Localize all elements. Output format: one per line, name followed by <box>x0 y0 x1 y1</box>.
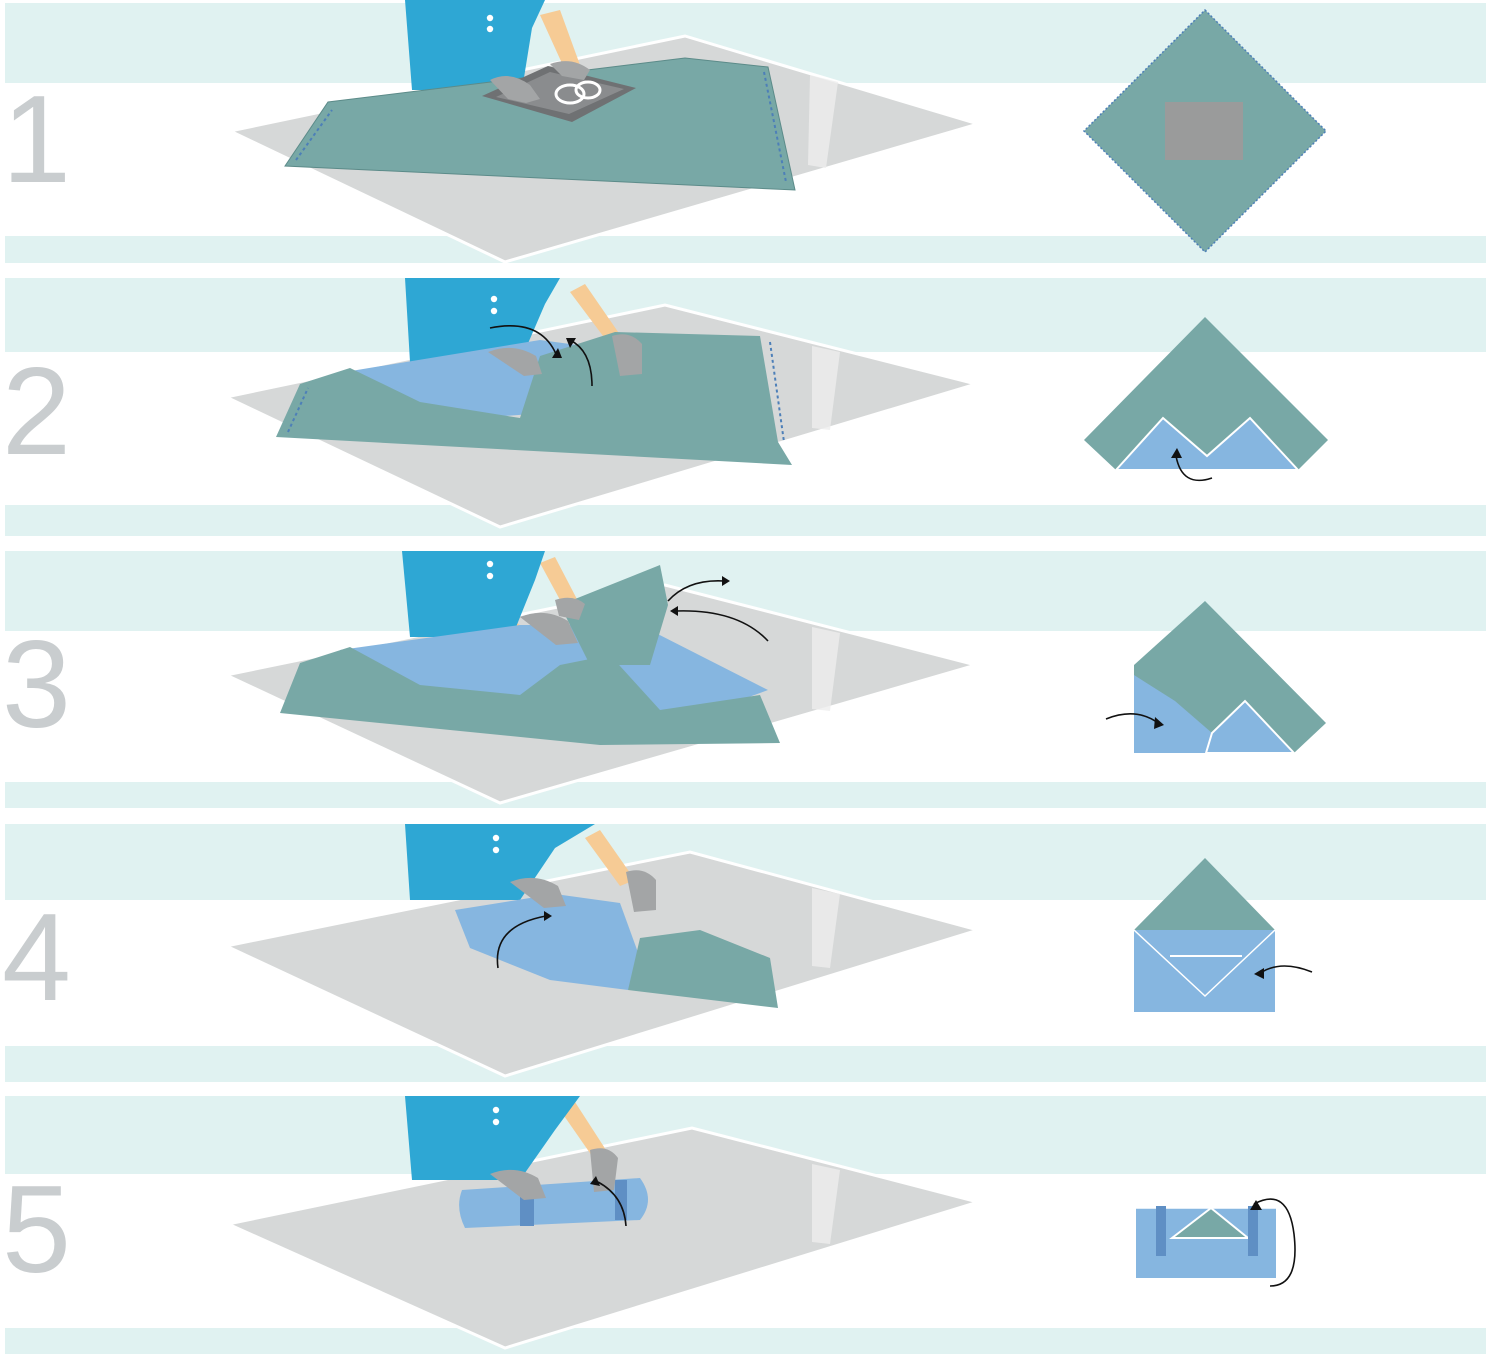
scrubs-button <box>491 296 497 302</box>
schematic-wrap-green <box>1134 858 1275 930</box>
step-4-illustration <box>0 818 1496 1088</box>
step-5-panel: 5 <box>0 1090 1496 1360</box>
schematic-flap-blue <box>1134 930 1275 1012</box>
step-3-panel: 3 <box>0 545 1496 815</box>
schematic-wrap-green <box>1084 317 1328 470</box>
scrubs-button <box>487 26 493 32</box>
scrubs-button <box>491 308 497 314</box>
step-1-panel: 1 <box>0 0 1496 270</box>
step-2-panel: 2 <box>0 272 1496 542</box>
scrubs-button <box>493 847 499 853</box>
scrubs-button <box>487 15 493 21</box>
step-1-illustration <box>0 0 1496 270</box>
step-4-panel: 4 <box>0 818 1496 1088</box>
package-band <box>615 1180 627 1220</box>
step-3-illustration <box>0 545 1496 815</box>
scrubs-button <box>493 1119 499 1125</box>
step-5-illustration <box>0 1090 1496 1352</box>
schematic-band <box>1156 1206 1166 1256</box>
scrubs-button <box>487 573 493 579</box>
arrowhead-icon <box>722 576 730 586</box>
step-2-illustration <box>0 272 1496 542</box>
scrubs-button <box>487 561 493 567</box>
scrubs-button <box>493 835 499 841</box>
schematic-tray <box>1165 102 1243 160</box>
nurse-scrubs <box>405 0 545 90</box>
schematic-band <box>1248 1206 1258 1256</box>
scrubs-button <box>493 1107 499 1113</box>
